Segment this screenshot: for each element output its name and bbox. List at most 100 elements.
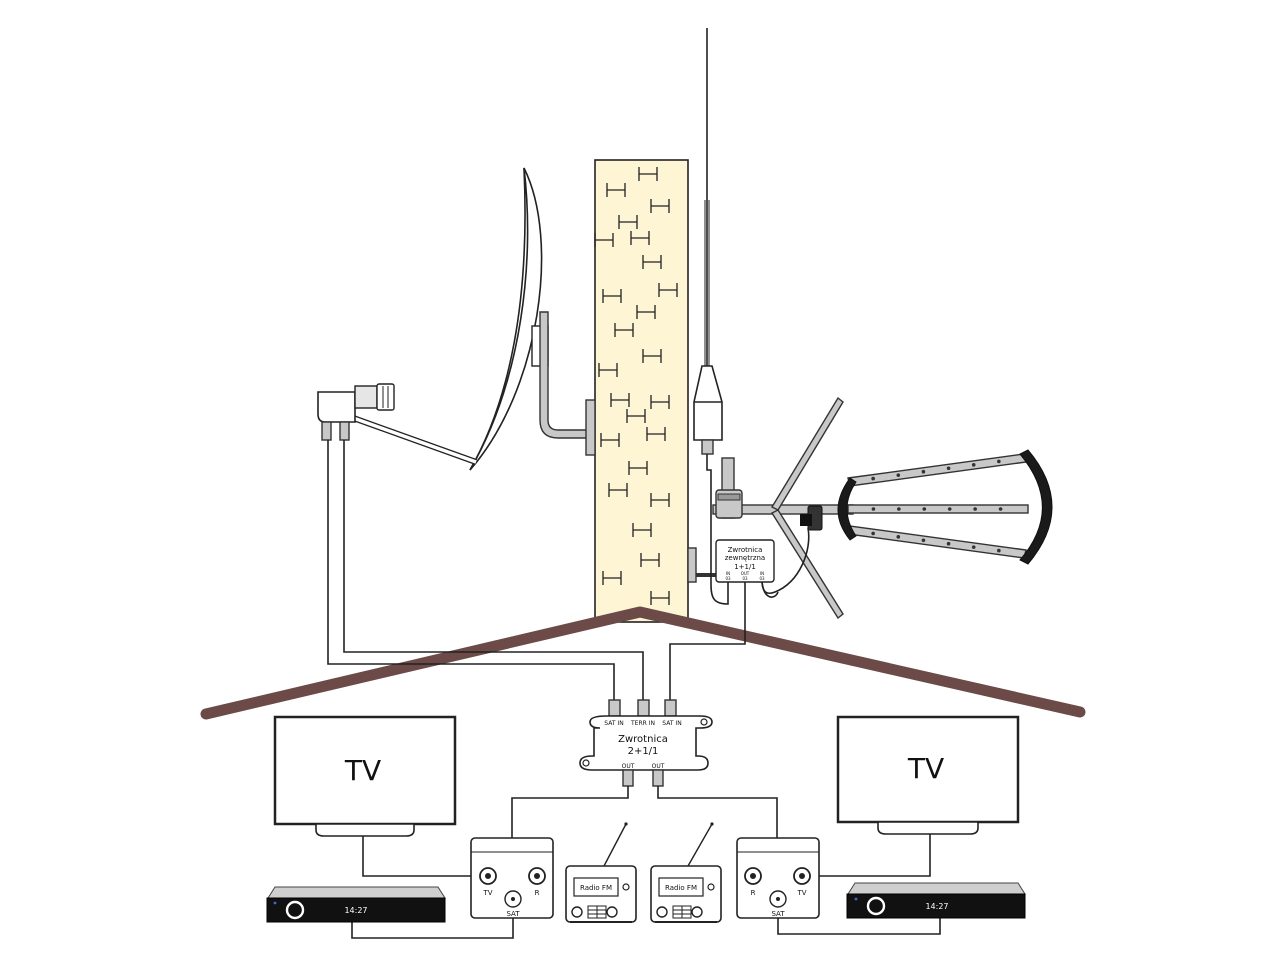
- indoor-port-terr-in: [637, 699, 650, 717]
- radio-left-knob-1: [571, 906, 583, 918]
- brick-mark: [658, 283, 678, 297]
- wall-socket-left-label-tv: TV: [482, 889, 492, 897]
- brick-mark: [650, 591, 670, 605]
- tv-right-stand: [877, 821, 979, 835]
- lnb-body: [317, 391, 356, 423]
- brick-mark: [600, 433, 620, 447]
- receiver-left-clock: 14:27: [344, 906, 367, 915]
- receiver-left-top: [267, 886, 446, 899]
- lnb-output-1: [321, 421, 332, 441]
- satellite-dish: [317, 167, 596, 471]
- receiver-right-led: [854, 897, 858, 901]
- cable-left-receiver: [351, 918, 514, 939]
- cable-left-tv: [362, 836, 472, 877]
- wall-socket-right-body: [736, 837, 820, 919]
- tv-left: TV: [273, 715, 457, 837]
- brick-mark: [608, 483, 628, 497]
- tv-right: TV: [836, 715, 1020, 835]
- receiver-right-power-button: [866, 896, 886, 916]
- wall-brick-marks: [594, 167, 678, 605]
- indoor-diplexer: SAT IN TERR IN SAT IN Zwrotnica 2+1/1 OU…: [579, 699, 713, 787]
- rail-rivet: [997, 548, 1001, 553]
- brick-mark: [650, 199, 670, 213]
- terrestrial-rail-rivets: [871, 459, 1003, 553]
- rail-rivet: [897, 507, 901, 511]
- indoor-port-sat-in-right: [664, 699, 677, 717]
- brick-mark: [636, 305, 656, 319]
- wall-socket-left-body: [470, 837, 554, 919]
- tv-left-stand: [315, 823, 415, 837]
- rail-rivet: [947, 507, 952, 511]
- brick-mark: [614, 323, 634, 337]
- terrestrial-to-diplexer-cable: [761, 581, 779, 598]
- tv-left-label: TV: [344, 754, 381, 787]
- brick-mark: [642, 255, 662, 269]
- outdoor-port-in1-label: IN: [726, 571, 730, 576]
- outdoor-diplexer: Zwrotnica zewnętrzna 1+1/1 IN OUT IN 03 …: [687, 454, 779, 605]
- brick-mark: [602, 571, 622, 585]
- sat-cable-1: [327, 440, 615, 703]
- radio-right-knob-1: [656, 906, 668, 918]
- outdoor-port-out-label: OUT: [741, 571, 750, 576]
- brick-mark: [650, 493, 670, 507]
- brick-mark: [628, 461, 648, 475]
- wall-socket-left-label-sat: SAT: [506, 910, 520, 918]
- lnb-output-2: [339, 421, 350, 441]
- rail-rivet: [998, 507, 1003, 511]
- fm-antenna: [693, 28, 735, 519]
- indoor-diplexer-title: Zwrotnica: [618, 734, 668, 745]
- rail-rivet: [997, 459, 1001, 464]
- tv-right-screen: [836, 715, 1020, 824]
- outdoor-port-in2-ch: 03: [759, 576, 765, 581]
- outdoor-port-out-ch: 03: [742, 576, 748, 581]
- lnb-arm: [344, 413, 477, 464]
- wall-body: [594, 159, 689, 623]
- lnb-horn: [354, 385, 378, 409]
- receiver-right: 14:27: [846, 882, 1026, 919]
- brick-mark: [610, 393, 630, 407]
- brick-mark: [638, 167, 658, 181]
- terrestrial-dipole-lower: [770, 509, 844, 620]
- radio-left-label: Radio FM: [580, 884, 612, 892]
- receiver-left-power-button: [285, 900, 305, 920]
- sat-cable-2: [343, 440, 644, 703]
- indoor-label-terr-in: TERR IN: [630, 720, 655, 727]
- radio-right-display: [658, 877, 704, 897]
- fm-antenna-connector: [701, 439, 714, 455]
- radio-right-label: Radio FM: [665, 884, 697, 892]
- receiver-left: 14:27: [266, 886, 446, 923]
- rail-rivet: [971, 545, 976, 549]
- rail-rivet: [921, 538, 926, 543]
- radio-left-antenna: [603, 823, 627, 867]
- house-roof: [200, 606, 1086, 720]
- dish-wall-bracket: [585, 399, 596, 456]
- outdoor-diplexer-ratio: 1+1/1: [734, 563, 756, 571]
- radio-left-tuner-knob: [622, 883, 630, 891]
- brick-mark: [630, 231, 650, 245]
- rail-rivet: [946, 541, 951, 546]
- indoor-label-sat-in-left: SAT IN: [604, 720, 623, 727]
- indoor-label-out-left: OUT: [622, 763, 635, 770]
- indoor-port-sat-in-left: [608, 699, 621, 717]
- radio-right-antenna: [687, 823, 713, 867]
- wall-socket-left-label-r: R: [535, 889, 540, 897]
- cable-right-receiver: [777, 918, 941, 935]
- wall-socket-left: TV R SAT: [470, 837, 554, 919]
- lnb-feed-cap: [376, 383, 395, 411]
- terrestrial-rail-upper: [847, 453, 1027, 487]
- brick-mark: [642, 349, 662, 363]
- cable-right-tv: [818, 834, 931, 877]
- brick-wall: [594, 159, 689, 623]
- brick-mark: [618, 215, 638, 229]
- rail-rivet: [971, 463, 976, 467]
- outdoor-port-in1-ch: 03: [725, 576, 731, 581]
- downlead-cables: [327, 440, 746, 703]
- cable-to-left-socket: [511, 786, 629, 838]
- dish-reflector: [469, 167, 543, 471]
- brick-mark: [602, 289, 622, 303]
- brick-mark: [626, 409, 646, 423]
- outdoor-diplexer-title-1: Zwrotnica: [728, 546, 763, 554]
- rail-rivet: [871, 507, 876, 511]
- indoor-label-sat-in-right: SAT IN: [662, 720, 681, 727]
